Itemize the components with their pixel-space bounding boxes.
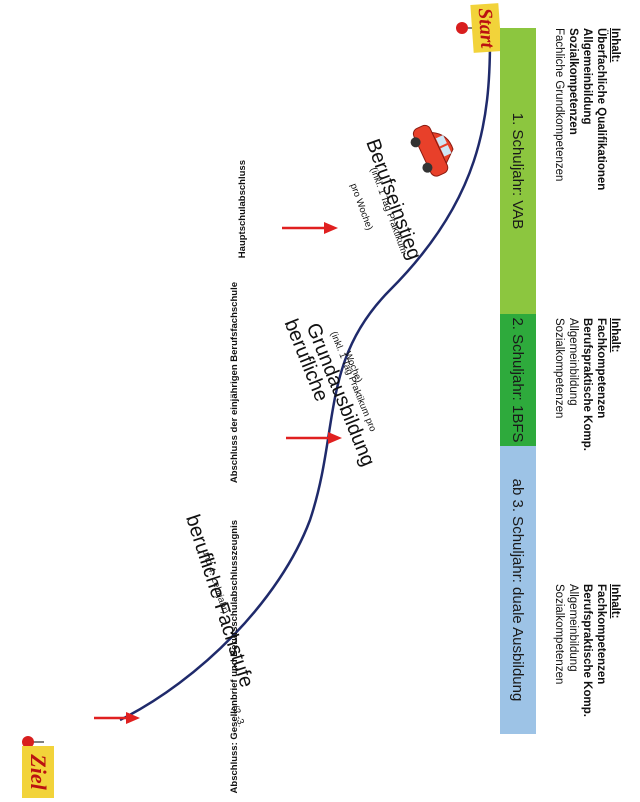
content-block-2: Inhalt: Fachkompetenzen Berufspraktische… [552, 318, 622, 451]
phase-label-2: 2. Schuljahr: 1BFS [509, 317, 527, 443]
phase-label-1: 1. Schuljahr: VAB [509, 112, 527, 230]
milestone-arrow-3 [94, 712, 140, 724]
goal-label: Ziel [26, 754, 51, 790]
milestone-2: Abschluss der einjährigen Berufsfachschu… [229, 282, 240, 484]
phase-bar: 1. Schuljahr: VAB 2. Schuljahr: 1BFS ab … [500, 28, 536, 734]
content-1-item-1: Überfachliche Qualifikationen [595, 28, 607, 191]
content-1-item-2: Allgemeinbildung [581, 28, 593, 125]
content-2-item-2: Berufspraktische Komp. [581, 318, 593, 451]
goal-sign: Ziel [22, 746, 54, 798]
content-3-item-3: Allgemeinbildung [567, 584, 579, 672]
content-2-heading: Inhalt: [609, 318, 621, 353]
career-path-curve [119, 39, 492, 722]
start-label: Start [474, 7, 499, 49]
goal-pin-icon [22, 736, 44, 748]
content-block-1: Inhalt: Überfachliche Qualifikationen Al… [552, 28, 622, 190]
milestone-arrow-2 [286, 432, 342, 444]
content-1-item-3: Sozialkompetenzen [567, 28, 579, 135]
phase-label-3: ab 3. Schuljahr: duale Ausbildung [509, 478, 527, 702]
milestone-1: Hauptschulabschluss [237, 160, 248, 259]
milestone-arrow-1 [282, 222, 338, 234]
phase-1bfs: 2. Schuljahr: 1BFS [500, 314, 536, 446]
phase-dual: ab 3. Schuljahr: duale Ausbildung [500, 446, 536, 734]
content-1-heading: Inhalt: [609, 28, 621, 63]
content-1-item-4: Fachliche Grundkompetenzen [553, 28, 565, 182]
start-sign: Start [470, 3, 502, 53]
content-3-heading: Inhalt: [609, 584, 621, 619]
content-2-item-1: Fachkompetenzen [595, 318, 607, 419]
phase-vab: 1. Schuljahr: VAB [500, 28, 536, 314]
content-3-item-2: Berufspraktische Komp. [581, 584, 593, 717]
content-block-3: Inhalt: Fachkompetenzen Berufspraktische… [552, 584, 622, 717]
content-2-item-3: Allgemeinbildung [567, 318, 579, 406]
content-2-item-4: Sozialkompetenzen [553, 318, 565, 419]
content-3-item-1: Fachkompetenzen [595, 584, 607, 685]
car-icon [410, 124, 454, 177]
content-3-item-4: Sozialkompetenzen [553, 584, 565, 685]
